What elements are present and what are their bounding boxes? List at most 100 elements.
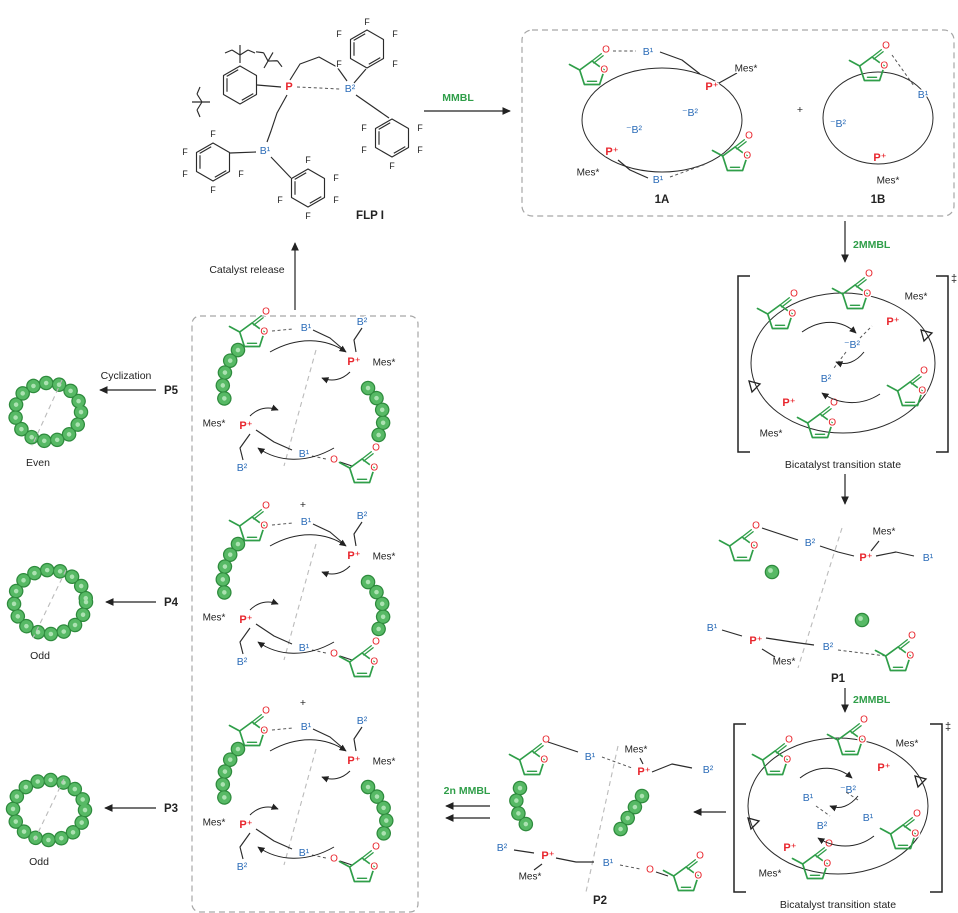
fluorine-label: F [238, 169, 244, 179]
boron2-label: B² [357, 715, 368, 727]
mesityl-label: Mes* [203, 419, 226, 430]
lactone-ring [879, 807, 923, 850]
monomer-bead [764, 564, 780, 580]
boron1-label: B¹ [301, 721, 312, 733]
phosphonium-label: P⁺ [859, 552, 872, 564]
two-mmbl-label: 2MMBL [853, 694, 891, 706]
double-dagger: ‡ [945, 721, 951, 733]
lactone-ring [711, 129, 755, 172]
mmbl-label: MMBL [442, 92, 474, 104]
polymer-bead-chain [509, 780, 536, 834]
lactone-ring [338, 441, 382, 484]
polymer-bead-chain [215, 741, 246, 817]
pentafluorophenyl-ring [349, 29, 385, 69]
flp-i-structure: P B² B¹ F F F F F F F F F F F F F F F F … [181, 16, 425, 223]
lactone-ring [718, 519, 762, 562]
phosphonium-label: P⁺ [239, 420, 252, 432]
mesityl-label: Mes* [905, 292, 928, 303]
mesityl-label: Mes* [373, 757, 396, 768]
boron1-label: B¹ [260, 145, 271, 157]
two-mmbl-arrow-1: 2MMBL [841, 221, 891, 263]
mesityl-label: Mes* [760, 429, 783, 440]
fluorine-label: F [305, 211, 311, 221]
monomer-bead [854, 612, 870, 628]
structure-p5: B¹ B² P⁺ Mes* Mes* P⁺ B² B¹ O [201, 305, 397, 484]
lactone-ring [826, 713, 870, 756]
boron2-label: B² [357, 316, 368, 328]
cyclic-product-odd-1: Odd [6, 562, 94, 662]
boron1-label: B¹ [603, 857, 614, 869]
arrow-p3: P3 [104, 803, 178, 815]
mesityl-ring [222, 65, 258, 105]
fluorine-label: F [364, 17, 370, 27]
mesityl-label: Mes* [577, 168, 600, 179]
boron1-label: B¹ [301, 322, 312, 334]
boron2-label: B² [237, 656, 248, 668]
structure-p2-label: P2 [593, 895, 607, 907]
boron2-label: ⁻B² [830, 118, 847, 130]
cyclization-label: Cyclization [101, 370, 152, 382]
pentafluorophenyl-ring [290, 168, 326, 208]
lactone-ring [228, 704, 272, 747]
catalyst-release-label: Catalyst release [209, 264, 284, 276]
lactone-ring [756, 287, 800, 330]
boron1-label: B¹ [301, 516, 312, 528]
polymer-bead-chain [360, 574, 391, 638]
bicatalyst-ts-1: ‡ P⁺ Mes* P⁺ Mes* ⁻B² B² Bicatalyst tran… [737, 267, 957, 471]
boron2-label: B² [345, 83, 356, 95]
phosphonium-label: P⁺ [782, 397, 795, 409]
lactone-ring [662, 849, 706, 892]
boron2-label: B² [817, 820, 828, 832]
structure-p2: B¹ Mes* P⁺ B² B² P⁺ Mes* B¹ O P2 [495, 733, 715, 907]
lactone-ring [508, 733, 552, 776]
mesityl-label: Mes* [877, 176, 900, 187]
arrow-p4: P4 [105, 597, 179, 609]
fluorine-label: F [392, 29, 398, 39]
boron2-label: ⁻B² [840, 784, 857, 796]
two-mmbl-label: 2MMBL [853, 239, 891, 251]
fluorine-label: F [333, 173, 339, 183]
pentafluorophenyl-ring [374, 118, 410, 158]
odd-label: Odd [30, 650, 50, 662]
boron2-label: ⁻B² [626, 124, 643, 136]
fluorine-label: F [210, 129, 216, 139]
boron1-label: B¹ [863, 812, 874, 824]
phosphorus-label: P [285, 81, 292, 93]
boron2-label: ⁻B² [682, 107, 699, 119]
even-label: Even [26, 457, 50, 469]
mmbl-reaction-arrow: MMBL [424, 92, 511, 115]
fluorine-label: F [182, 147, 188, 157]
mesityl-label: Mes* [759, 869, 782, 880]
fluorine-label: F [277, 195, 283, 205]
phosphonium-label: P⁺ [605, 146, 618, 158]
phosphonium-label: P⁺ [347, 755, 360, 767]
boron2-label: B² [237, 861, 248, 873]
phosphonium-label: P⁺ [239, 614, 252, 626]
plus-sign: + [300, 697, 306, 709]
phosphonium-label: P⁺ [873, 152, 886, 164]
mesityl-label: Mes* [896, 739, 919, 750]
mesityl-label: Mes* [373, 358, 396, 369]
plus-sign: + [797, 104, 803, 116]
structure-p5-label: P5 [164, 385, 179, 397]
boron2-label: B² [805, 537, 816, 549]
mesityl-label: Mes* [735, 64, 758, 75]
oxygen-label: O [330, 854, 338, 865]
structure-p1-label: P1 [831, 673, 846, 685]
lactone-ring [228, 305, 272, 348]
lactone-ring [751, 733, 795, 776]
cyclic-product-odd-2: Odd [5, 772, 93, 868]
phosphonium-label: P⁺ [783, 842, 796, 854]
adducts-box: B¹ P⁺ Mes* ⁻B² ⁻B² P⁺ Mes* B¹ 1A + B¹ ⁻B… [521, 29, 955, 217]
mesityl-label: Mes* [873, 527, 896, 538]
tbu-group-icon [250, 44, 287, 77]
fluorine-label: F [210, 185, 216, 195]
boron2-label: B² [497, 842, 508, 854]
plus-sign: + [300, 499, 306, 511]
fluorine-label: F [361, 145, 367, 155]
fluorine-label: F [389, 161, 395, 171]
catalyst-release: Catalyst release [209, 242, 299, 310]
mesityl-label: Mes* [203, 613, 226, 624]
polymer-bead-chain [360, 779, 394, 851]
